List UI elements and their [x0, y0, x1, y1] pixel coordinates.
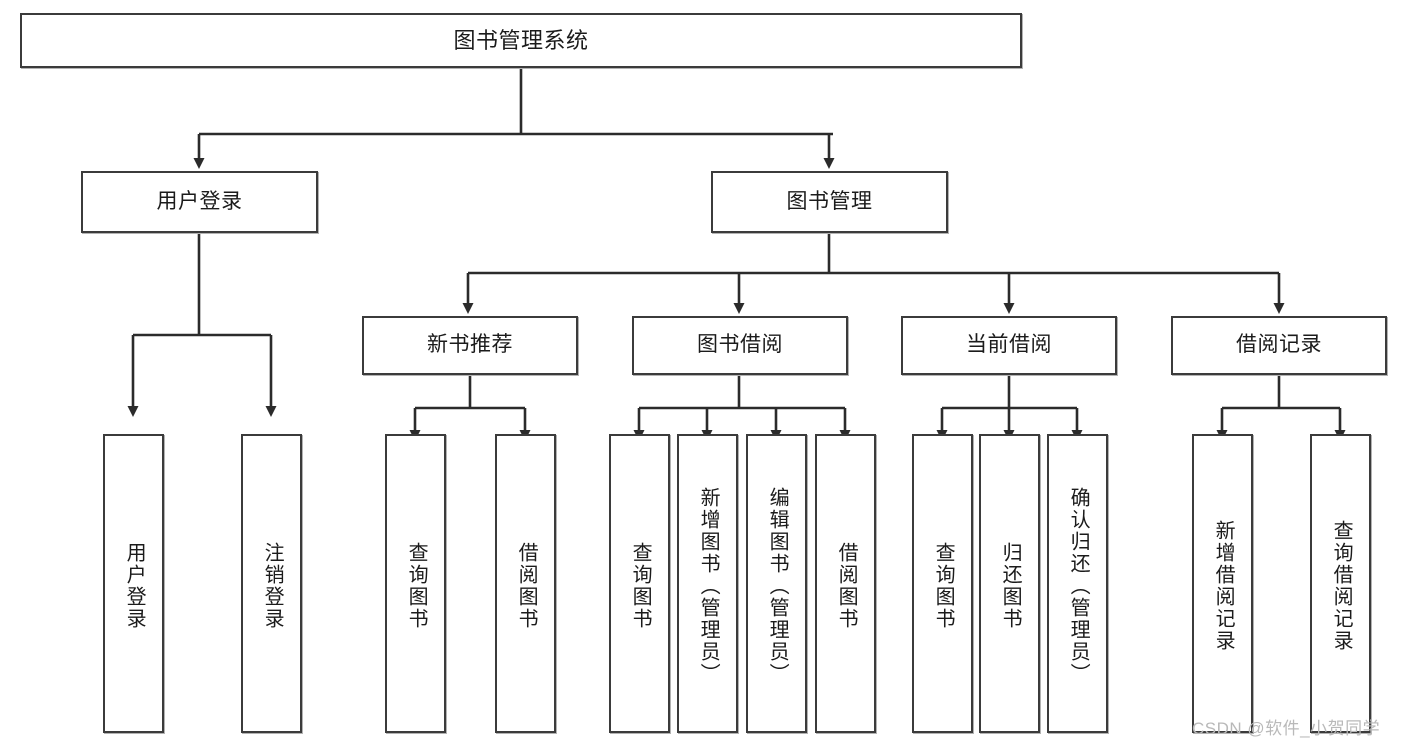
node-leaf-borrow-book-recommend[interactable]: 借阅图书 [495, 434, 556, 733]
node-leaf-confirm-return-admin[interactable]: 确认归还（管理员） [1047, 434, 1108, 733]
node-leaf-user-login[interactable]: 用户登录 [103, 434, 164, 733]
node-root-book-management-system[interactable]: 图书管理系统 [20, 13, 1022, 68]
node-book-management[interactable]: 图书管理 [711, 171, 948, 233]
node-label: 图书管理系统 [453, 27, 589, 53]
node-label: 图书借阅 [697, 333, 783, 357]
node-leaf-logout[interactable]: 注销登录 [241, 434, 302, 733]
node-leaf-query-book-recommend[interactable]: 查询图书 [385, 434, 446, 733]
node-label: 注销登录 [261, 541, 284, 630]
node-leaf-return-book[interactable]: 归还图书 [979, 434, 1040, 733]
node-label: 编辑图书（管理员） [766, 486, 789, 685]
node-book-borrow[interactable]: 图书借阅 [632, 316, 848, 375]
node-label: 用户登录 [123, 541, 146, 630]
csdn-watermark: CSDN @软件_小贺同学 [1192, 719, 1381, 738]
node-label: 确认归还（管理员） [1067, 486, 1090, 685]
node-label: 查询图书 [629, 541, 652, 630]
node-label: 查询图书 [932, 541, 955, 630]
node-user-login[interactable]: 用户登录 [81, 171, 318, 233]
node-leaf-add-borrow-record[interactable]: 新增借阅记录 [1192, 434, 1253, 733]
node-label: 借阅记录 [1236, 333, 1322, 357]
node-leaf-query-book-borrow[interactable]: 查询图书 [609, 434, 670, 733]
node-label: 借阅图书 [835, 541, 858, 630]
node-borrow-record[interactable]: 借阅记录 [1171, 316, 1387, 375]
node-leaf-add-book-admin[interactable]: 新增图书（管理员） [677, 434, 738, 733]
node-label: 新增借阅记录 [1212, 519, 1235, 652]
node-leaf-edit-book-admin[interactable]: 编辑图书（管理员） [746, 434, 807, 733]
node-new-book-recommendation[interactable]: 新书推荐 [362, 316, 578, 375]
node-label: 借阅图书 [515, 541, 538, 630]
node-label: 图书管理 [786, 189, 873, 213]
node-label: 当前借阅 [966, 333, 1052, 357]
node-label: 查询借阅记录 [1330, 519, 1353, 652]
node-label: 查询图书 [405, 541, 428, 630]
node-label: 归还图书 [999, 541, 1022, 630]
node-label: 新书推荐 [427, 333, 513, 357]
node-leaf-query-borrow-record[interactable]: 查询借阅记录 [1310, 434, 1371, 733]
node-label: 新增图书（管理员） [697, 486, 720, 685]
node-leaf-borrow-book[interactable]: 借阅图书 [815, 434, 876, 733]
node-current-borrow[interactable]: 当前借阅 [901, 316, 1117, 375]
node-leaf-query-book-current[interactable]: 查询图书 [912, 434, 973, 733]
node-label: 用户登录 [156, 189, 243, 213]
